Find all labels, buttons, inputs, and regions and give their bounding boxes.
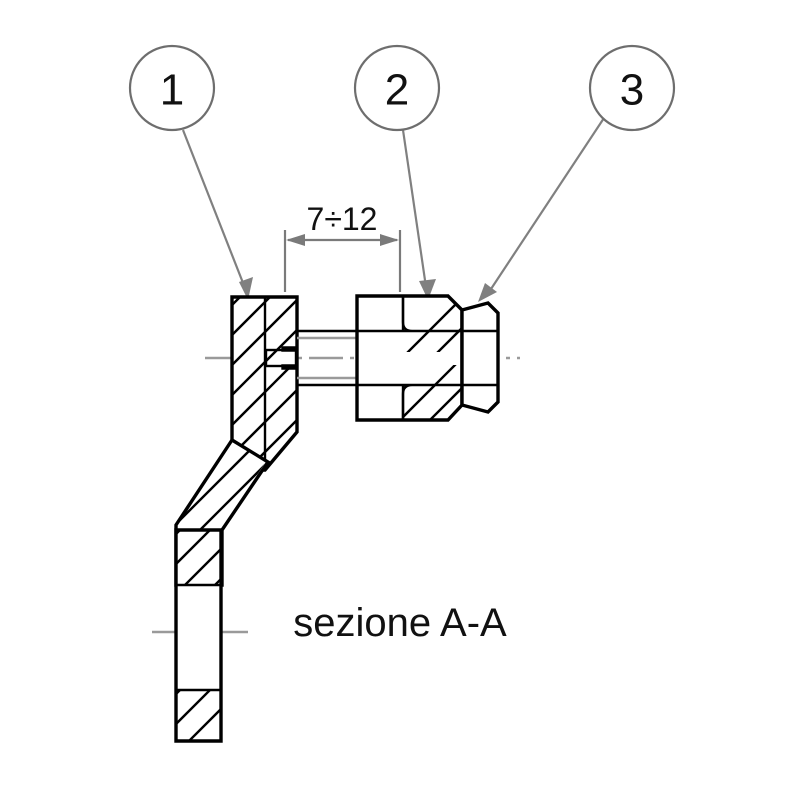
balloon-2-group[interactable]: 2 (353, 44, 441, 300)
dimension-gap: 7÷12 (283, 201, 402, 292)
bracket-upper-hatching (232, 297, 297, 470)
bracket-leg-top-hatching (176, 530, 221, 585)
balloon-3-leader-line (488, 117, 605, 293)
balloon-3-label: 3 (620, 66, 644, 115)
bracket-lower-leg (174, 528, 223, 743)
balloon-1-circle[interactable] (128, 44, 216, 132)
bracket-leg-bottom-hatching (176, 690, 221, 741)
part-2-collar (355, 294, 464, 422)
balloon-1-leader-line (181, 129, 247, 289)
balloon-2-leader-line (401, 129, 428, 288)
section-label: sezione A-A (293, 601, 507, 645)
balloon-1-leader-arrow (239, 277, 253, 300)
part-1-bracket (174, 295, 299, 743)
dimension-arrow-right (380, 234, 399, 246)
dimension-arrow-left (286, 234, 305, 246)
balloon-1-label: 1 (160, 66, 184, 115)
balloon-2-circle[interactable] (353, 44, 441, 132)
bracket-pilot-hole (264, 348, 298, 368)
balloon-3-circle[interactable] (588, 44, 676, 132)
collar-hatching-top (403, 296, 462, 352)
balloon-2-label: 2 (385, 66, 409, 115)
dimension-value-label: 7÷12 (307, 201, 378, 237)
balloon-3-group[interactable]: 3 (478, 44, 676, 302)
balloon-1-group[interactable]: 1 (128, 44, 253, 300)
balloon-2-leader-arrow (419, 279, 436, 300)
collar-hatching-bottom (403, 365, 462, 420)
balloon-3-leader-arrow (478, 283, 497, 302)
hexnut-body (460, 301, 500, 414)
part-3-hex-nut (460, 301, 500, 414)
